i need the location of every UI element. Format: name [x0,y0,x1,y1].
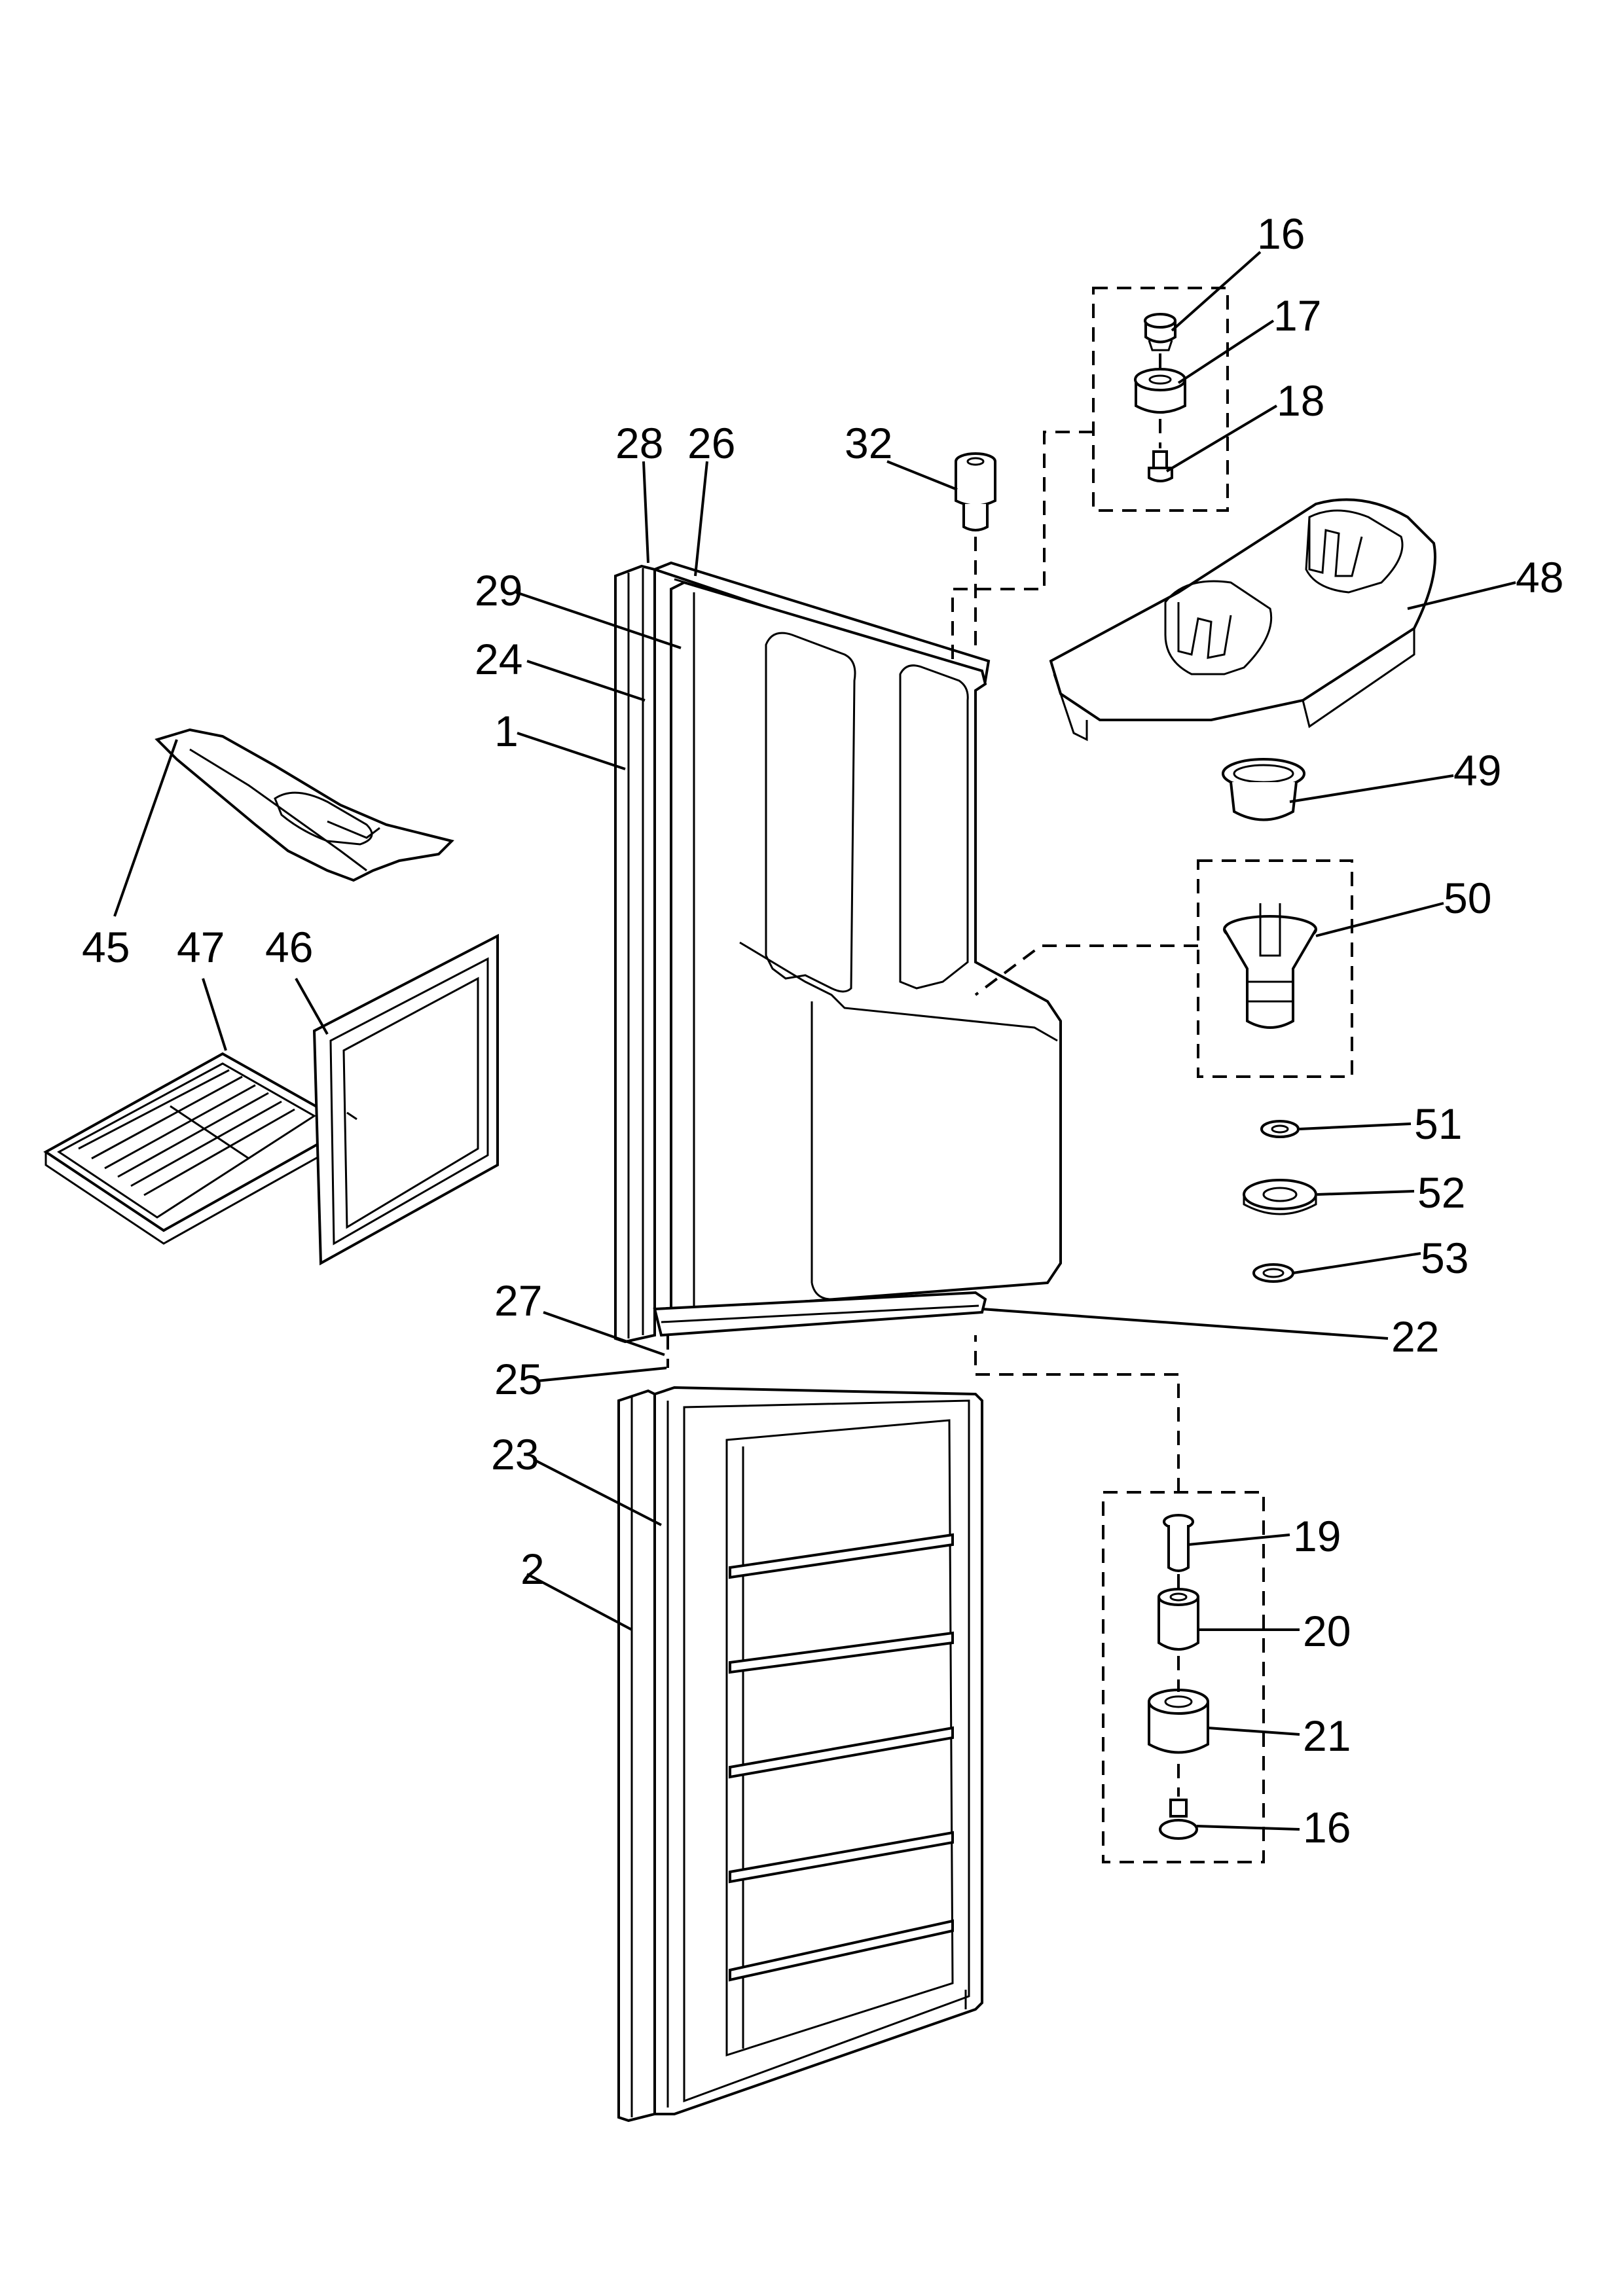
label-22: 22 [1391,1312,1439,1361]
label-19: 19 [1293,1512,1341,1560]
part-46-frame [312,933,499,1266]
label-46: 46 [265,923,313,971]
part-32-pin [955,452,996,531]
label-21: 21 [1303,1712,1351,1760]
part-48-cup-holder [1049,498,1436,742]
label-29: 29 [475,566,522,615]
part-53-washer [1252,1263,1294,1283]
part-52-ring [1243,1179,1317,1215]
label-25: 25 [494,1355,542,1403]
part-51-washer [1260,1120,1300,1138]
leader-lines [113,251,1516,1831]
label-23: 23 [491,1430,539,1479]
part-49-cup [1222,758,1305,821]
label-51: 51 [1414,1100,1462,1148]
label-2: 2 [520,1545,545,1593]
label-16-bottom: 16 [1303,1803,1351,1852]
label-52: 52 [1417,1168,1465,1217]
label-26: 26 [687,419,735,467]
label-17: 17 [1273,291,1321,340]
lower-door [617,1386,983,2123]
connection-lines [666,353,1198,1797]
label-53: 53 [1421,1234,1468,1282]
label-48: 48 [1516,553,1563,601]
lower-hinge-kit [1102,1491,1265,1863]
label-32: 32 [845,419,892,467]
label-1: 1 [494,707,519,755]
label-18: 18 [1277,376,1324,425]
label-45: 45 [82,923,130,971]
part-number-labels: 16 17 18 32 28 26 29 24 1 48 49 50 51 52… [82,209,1563,1852]
label-50: 50 [1444,874,1491,922]
label-24: 24 [475,635,522,683]
label-49: 49 [1453,746,1501,795]
label-16-top: 16 [1257,209,1305,258]
upper-hinge-kit [1092,287,1229,512]
part-50-dispenser [1197,859,1353,1078]
label-27: 27 [494,1276,542,1325]
label-28: 28 [615,419,663,467]
label-20: 20 [1303,1607,1351,1655]
upper-door [614,561,1062,1344]
part-47-tray [43,1052,329,1245]
part-45-handle [155,728,454,882]
label-47: 47 [177,923,225,971]
